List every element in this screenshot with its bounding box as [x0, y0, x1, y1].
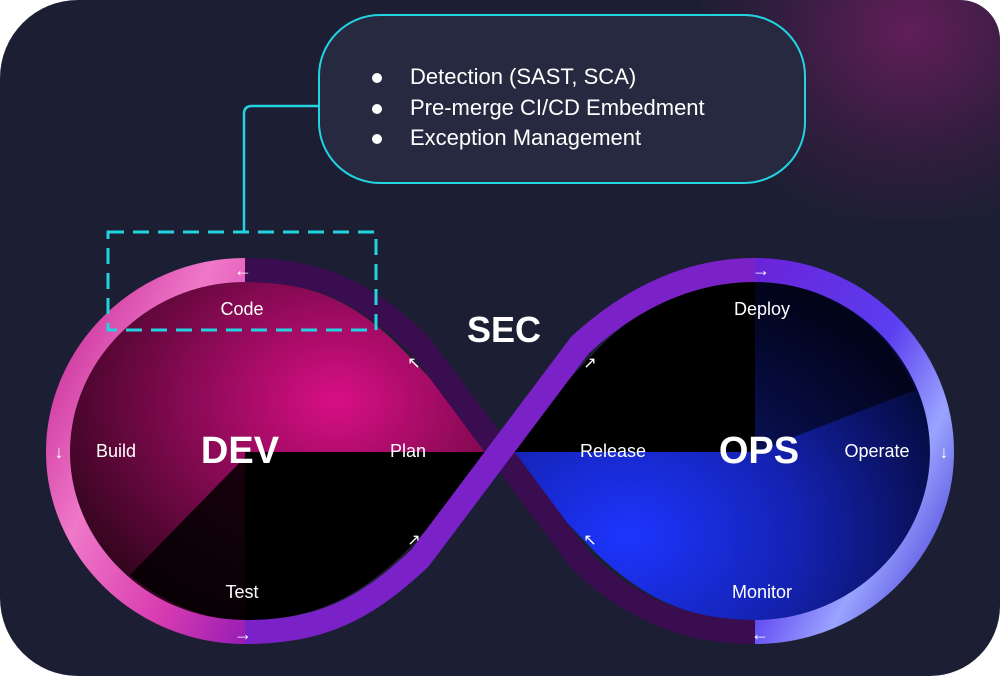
callout-list: Detection (SAST, SCA) Pre-merge CI/CD Em… — [372, 62, 705, 154]
stage-release[interactable]: Release — [580, 441, 646, 461]
arrow-up-right-icon: ↗ — [583, 355, 596, 372]
stage-build[interactable]: Build — [96, 441, 136, 461]
stage-deploy[interactable]: Deploy — [734, 299, 790, 319]
callout-item: Pre-merge CI/CD Embedment — [372, 93, 705, 124]
stage-code[interactable]: Code — [220, 299, 263, 319]
sec-label: SEC — [467, 309, 541, 350]
stage-plan[interactable]: Plan — [390, 441, 426, 461]
callout-connector — [242, 104, 320, 232]
arrow-up-right-icon: ↗ — [407, 532, 420, 549]
ops-lobe — [500, 282, 930, 620]
arrow-down-icon: ↓ — [940, 442, 949, 462]
bullet-icon — [372, 103, 382, 114]
arrow-left-icon: ← — [751, 624, 769, 644]
arrow-up-left-icon: ↖ — [583, 532, 596, 549]
bullet-icon — [372, 134, 382, 144]
dev-label: DEV — [201, 430, 280, 472]
arrow-right-icon: → — [234, 624, 252, 644]
dev-ring — [45, 258, 246, 644]
code-highlight-box[interactable] — [106, 230, 378, 332]
ops-ring — [754, 258, 955, 644]
dev-lobe — [70, 282, 500, 620]
stage-test[interactable]: Test — [225, 582, 258, 602]
callout-item: Exception Management — [372, 123, 705, 154]
arrow-down-icon: ↓ — [55, 442, 64, 462]
callout-item: Detection (SAST, SCA) — [372, 62, 705, 93]
loop-band-ascending — [244, 258, 756, 644]
stage-operate[interactable]: Operate — [844, 441, 909, 461]
stage-monitor[interactable]: Monitor — [732, 582, 792, 602]
ops-label: OPS — [719, 430, 799, 472]
arrow-up-left-icon: ↖ — [407, 355, 420, 372]
arrow-right-icon: → — [752, 260, 770, 280]
code-callout: Detection (SAST, SCA) Pre-merge CI/CD Em… — [318, 14, 806, 184]
bullet-icon — [372, 73, 382, 83]
arrow-left-icon: ← — [234, 260, 252, 280]
